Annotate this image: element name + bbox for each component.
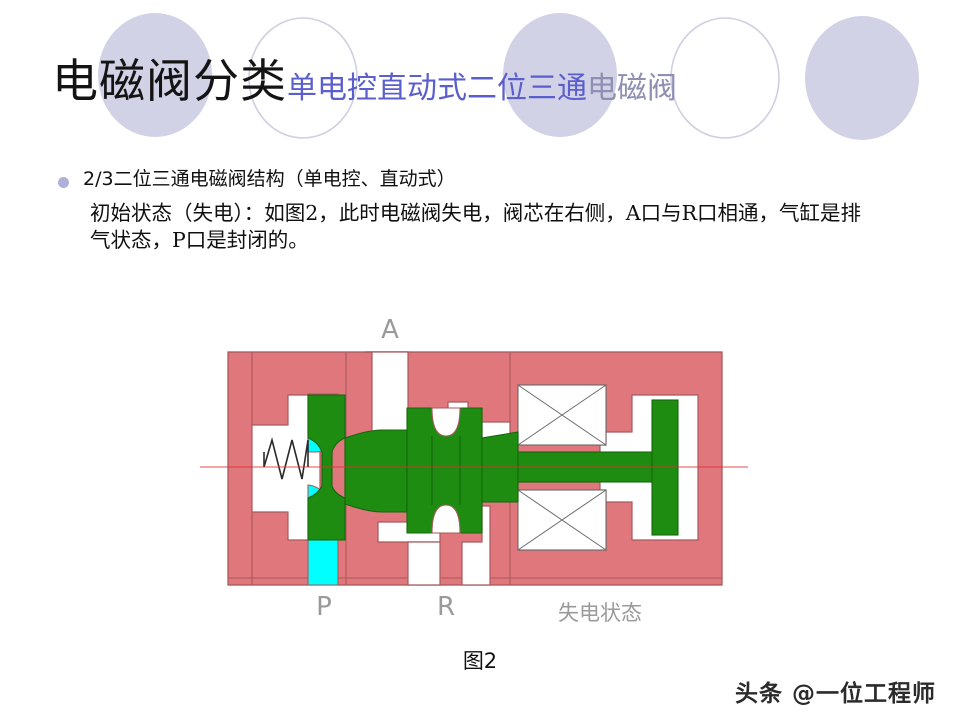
coil-upper-cross-b [517, 384, 607, 446]
decor-circle-5 [805, 16, 919, 140]
return-spring [263, 436, 309, 480]
title-subtitle-primary: 单电控直动式二位三通 [287, 71, 587, 106]
label-valve-state: 失电状态 [558, 601, 642, 625]
bullet-dot-icon [58, 177, 69, 188]
label-port-a: A [381, 315, 399, 345]
bullet-line: 2/3二位三通电磁阀结构（单电控、直动式） [58, 168, 456, 192]
watermark-text: 头条 @一位工程师 [734, 681, 936, 707]
coil-lower-cross-b [517, 489, 607, 551]
spool-mid-lower-notch [431, 504, 461, 534]
label-port-p: P [316, 592, 332, 622]
bullet-label: 2/3二位三通电磁阀结构（单电控、直动式） [83, 168, 456, 190]
title-main-text: 电磁阀分类 [52, 54, 287, 108]
solenoid-coils [517, 384, 607, 551]
valve-assembly [200, 351, 748, 586]
port-r-exit-cavity [407, 541, 441, 586]
slide-title: 电磁阀分类单电控直动式二位三通电磁阀 [52, 58, 677, 104]
spool-stem-left-taper [344, 429, 408, 513]
decor-circle-3 [503, 13, 617, 137]
decor-circle-1 [98, 13, 212, 137]
coil-upper [517, 384, 607, 446]
coil-lower [517, 489, 607, 551]
solenoid-valve-cross-section-diagram: A [200, 315, 748, 625]
body-paragraph: 初始状态（失电）：如图2，此时电磁阀失电，阀芯在右侧，A口与R口相通，气缸是排气… [90, 201, 862, 253]
decorative-circle-band [98, 13, 919, 140]
figure-caption: 图2 [462, 649, 498, 673]
spring-coil-path [263, 436, 309, 480]
label-port-r: R [437, 592, 455, 622]
spool-mid-upper-notch [431, 407, 461, 437]
decor-circle-4 [670, 17, 780, 139]
decor-circle-2 [248, 17, 358, 139]
title-subtitle-secondary: 电磁阀 [587, 71, 677, 106]
